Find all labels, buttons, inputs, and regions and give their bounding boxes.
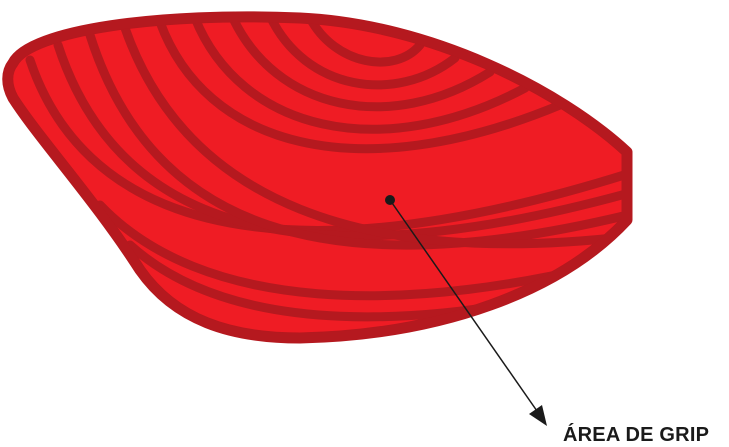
- grip-pad: [8, 16, 640, 338]
- arrowhead-icon: [529, 405, 547, 426]
- callout-label: ÁREA DE GRIP: [563, 423, 709, 446]
